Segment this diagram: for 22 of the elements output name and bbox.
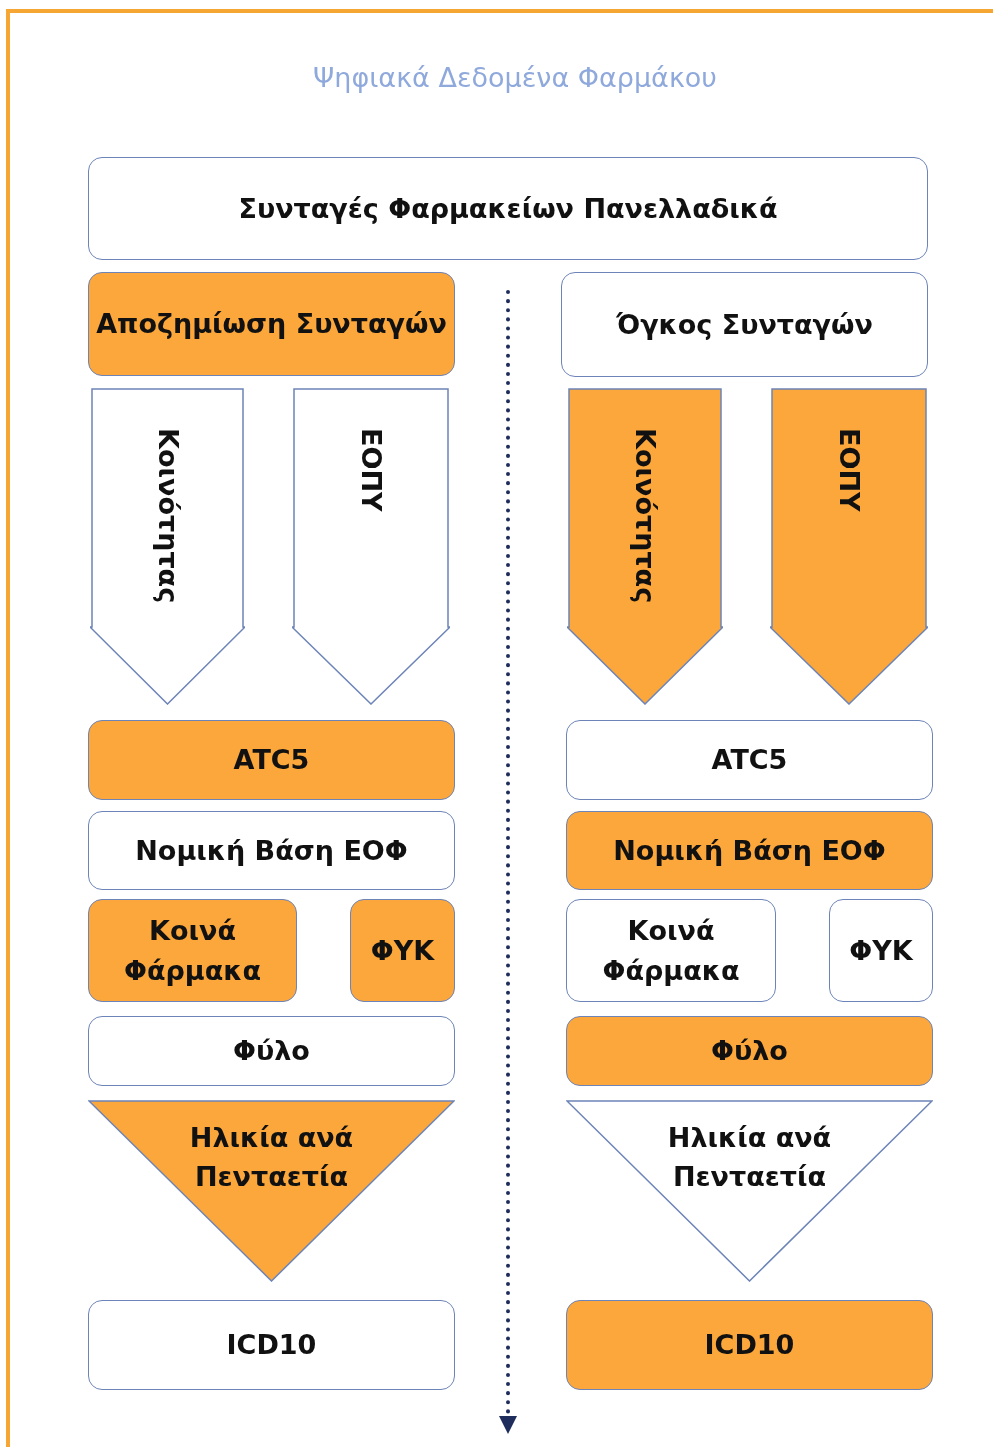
down-triangle: Ηλικία ανά Πενταετία — [88, 1100, 455, 1282]
down-arrow-shape: Κοινότητας — [567, 388, 723, 705]
label-box: ICD10 — [566, 1300, 933, 1390]
label-box: ATC5 — [88, 720, 455, 800]
down-arrow-shape: ΕΟΠΥ — [770, 388, 928, 705]
label-box: Νομική Βάση ΕΟΦ — [566, 811, 933, 890]
label-box: Νομική Βάση ΕΟΦ — [88, 811, 455, 890]
diagram-title: Ψηφιακά Δεδομένα Φαρμάκου — [312, 62, 718, 93]
label-box: ΦΥΚ — [829, 899, 933, 1002]
down-arrow-shape: Κοινότητας — [90, 388, 245, 705]
label-box: Κοινά Φάρμακα — [566, 899, 776, 1002]
label-box: Κοινά Φάρμακα — [88, 899, 297, 1002]
label-box: ICD10 — [88, 1300, 455, 1390]
label-box: Φύλο — [88, 1016, 455, 1086]
down-arrow-shape: ΕΟΠΥ — [292, 388, 450, 705]
down-triangle: Ηλικία ανά Πενταετία — [566, 1100, 933, 1282]
label-box: Συνταγές Φαρμακείων Πανελλαδικά — [88, 157, 928, 260]
label-box: ΦΥΚ — [350, 899, 455, 1002]
label-box: Φύλο — [566, 1016, 933, 1086]
label-box: Όγκος Συνταγών — [561, 272, 928, 377]
label-box: ATC5 — [566, 720, 933, 800]
label-box: Αποζημίωση Συνταγών — [88, 272, 455, 376]
